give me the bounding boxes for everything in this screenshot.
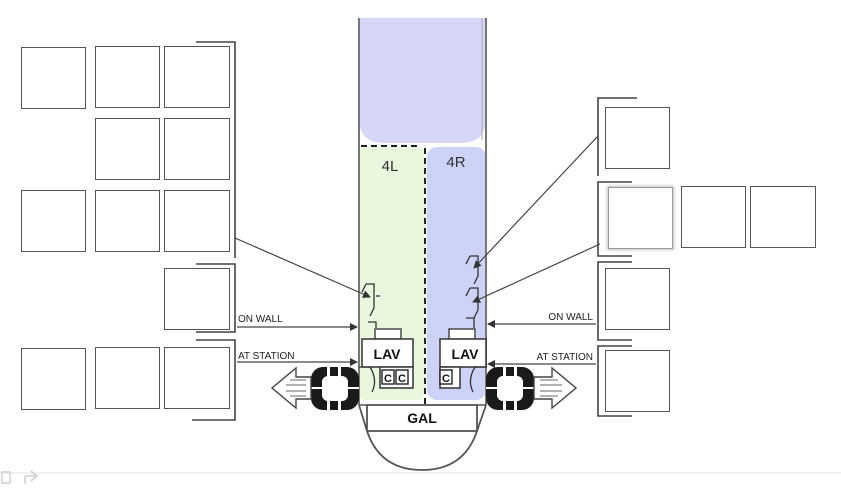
answer-box[interactable] bbox=[605, 350, 670, 412]
lav-left-label: LAV bbox=[374, 346, 402, 362]
lav-right-label: LAV bbox=[452, 346, 480, 362]
leader-lines bbox=[234, 135, 601, 368]
answer-box[interactable] bbox=[164, 347, 230, 409]
answer-box[interactable] bbox=[164, 190, 230, 252]
on-wall-label-left: ON WALL bbox=[238, 314, 283, 325]
lav-left-c-2: C bbox=[398, 373, 406, 385]
fuselage-tail bbox=[358, 404, 487, 471]
lav-left bbox=[359, 328, 414, 393]
toolbar-icons[interactable] bbox=[1, 470, 39, 484]
answer-box[interactable] bbox=[164, 268, 230, 330]
left-brackets bbox=[192, 41, 236, 421]
answer-box[interactable] bbox=[21, 47, 86, 109]
answer-box[interactable] bbox=[95, 118, 160, 180]
answer-box[interactable] bbox=[164, 118, 230, 180]
lav-right-c: C bbox=[442, 373, 450, 385]
answer-box[interactable] bbox=[95, 347, 160, 409]
answer-box[interactable] bbox=[681, 186, 746, 248]
right-brackets bbox=[597, 97, 637, 417]
zone-4r-label: 4R bbox=[446, 154, 465, 171]
answer-box[interactable] bbox=[164, 46, 230, 108]
answer-box[interactable] bbox=[95, 190, 160, 252]
zone-4l-label: 4L bbox=[382, 158, 399, 175]
answer-box[interactable] bbox=[605, 107, 670, 169]
escape-slide-icon-left bbox=[270, 366, 359, 410]
answer-box-highlighted[interactable] bbox=[608, 187, 673, 249]
escape-slide-icon-right bbox=[486, 366, 578, 410]
answer-box[interactable] bbox=[605, 268, 670, 330]
galley-label: GAL bbox=[407, 410, 437, 426]
at-station-label-left: AT STATION bbox=[238, 351, 294, 362]
at-station-label-right: AT STATION bbox=[537, 352, 593, 363]
answer-box[interactable] bbox=[21, 348, 86, 410]
on-wall-label-right: ON WALL bbox=[548, 312, 593, 323]
lav-right bbox=[439, 328, 487, 393]
lav-left-c-1: C bbox=[384, 373, 392, 385]
answer-box[interactable] bbox=[750, 186, 816, 248]
forward-cabin-area bbox=[359, 18, 486, 143]
answer-box[interactable] bbox=[21, 190, 86, 252]
answer-box[interactable] bbox=[95, 46, 160, 108]
